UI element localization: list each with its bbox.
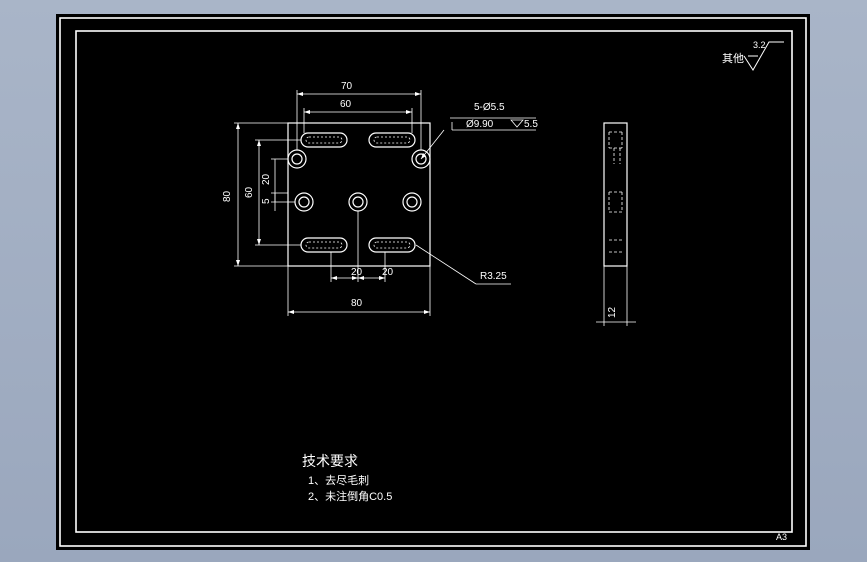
dim-top-outer: 70 bbox=[341, 81, 353, 92]
radius-callout: R3.25 bbox=[480, 271, 507, 282]
hole-top-left bbox=[287, 149, 307, 169]
dim-left-inner: 60 bbox=[244, 186, 255, 198]
roughness-check-icon bbox=[743, 41, 784, 71]
dim-bottom-80: 80 bbox=[351, 298, 363, 309]
roughness-prefix: 其他 bbox=[722, 52, 744, 65]
roughness-value: 3.2 bbox=[753, 40, 766, 50]
dim-left-5: 5 bbox=[261, 198, 272, 204]
notes-item-1: 1、去尽毛刺 bbox=[308, 474, 369, 487]
dim-left-outer: 80 bbox=[222, 190, 233, 202]
hole-mid-left bbox=[294, 192, 314, 212]
dim-left-20: 20 bbox=[261, 173, 272, 185]
drawing-sheet: 其他 3.2 bbox=[56, 14, 810, 550]
depth-symbol-icon bbox=[510, 119, 524, 128]
hole-callout-count: 5-Ø5.5 bbox=[474, 102, 505, 113]
dim-side-thickness: 12 bbox=[607, 306, 618, 318]
dim-top-inner: 60 bbox=[340, 99, 352, 110]
slot-top-right bbox=[368, 132, 416, 148]
hole-mid-center bbox=[348, 192, 368, 212]
plate-side-view bbox=[596, 122, 636, 326]
dim-bottom-20a: 20 bbox=[351, 267, 363, 278]
hole-callout-counterbore: Ø9.90 bbox=[466, 119, 494, 130]
slot-bottom-right bbox=[368, 237, 416, 253]
cad-drawing: 其他 3.2 bbox=[59, 17, 807, 547]
dim-bottom-20b: 20 bbox=[382, 267, 394, 278]
dimension-lines bbox=[234, 90, 536, 316]
notes-item-2: 2、未注倒角C0.5 bbox=[308, 489, 392, 503]
side-outline bbox=[603, 122, 628, 267]
slot-top-left bbox=[300, 132, 348, 148]
sheet-size-label: A3 bbox=[776, 532, 787, 542]
dimension-arrows bbox=[236, 92, 430, 314]
notes-heading: 技术要求 bbox=[302, 453, 358, 469]
hole-callout-depth: 5.5 bbox=[524, 119, 538, 130]
plate-top-view bbox=[287, 122, 431, 267]
roughness-symbol: 其他 3.2 bbox=[722, 40, 784, 71]
inner-frame bbox=[75, 30, 793, 533]
outer-frame bbox=[59, 17, 807, 547]
plate-outline bbox=[287, 122, 431, 267]
slot-bottom-left bbox=[300, 237, 348, 253]
hole-mid-right bbox=[402, 192, 422, 212]
